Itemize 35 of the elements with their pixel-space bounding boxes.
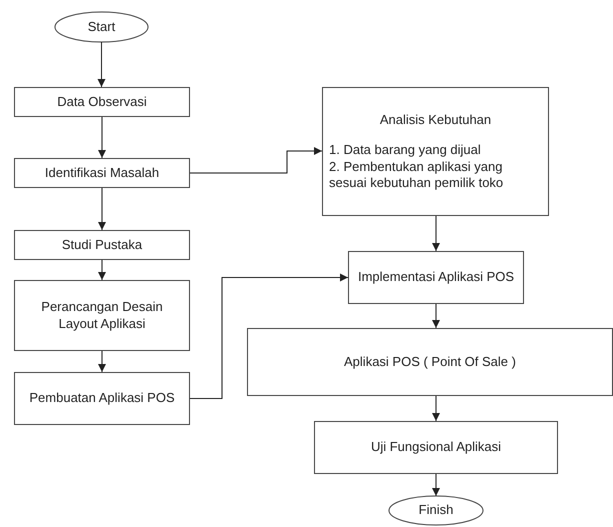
box-text: Identifikasi Masalah (44, 164, 160, 182)
process-box (14, 87, 190, 117)
box-text: Aplikasi POS ( Point Of Sale ) (344, 354, 516, 370)
terminal-ellipse (388, 496, 484, 526)
arrow (98, 116, 106, 158)
process-box (14, 372, 190, 425)
process-box (14, 158, 190, 188)
arrow (98, 260, 106, 280)
list-item: 1. Data barang yang dijual (329, 142, 482, 158)
process-box (14, 280, 190, 351)
box-text: Implementasi Aplikasi POS (358, 269, 514, 286)
process-box (348, 251, 524, 304)
box-text: Analisis Kebutuhan (380, 112, 492, 128)
arrow (98, 188, 106, 230)
arrow (98, 350, 106, 372)
box-text: Perancangan Desain Layout Aplikasi (40, 299, 164, 332)
arrow (98, 42, 106, 88)
terminal-label: Start (88, 18, 116, 36)
process-box (14, 230, 190, 260)
box-text: Uji Fungsional Aplikasi (370, 439, 502, 456)
process-box (314, 421, 558, 474)
process-box (322, 87, 549, 216)
process-box (247, 328, 613, 396)
arrow (190, 147, 322, 174)
list-item: 2. Pembentukan aplikasi yang sesuai kebutuhan pemilik toko (329, 158, 504, 191)
terminal-ellipse (54, 12, 148, 42)
arrow (190, 274, 348, 399)
arrow (432, 304, 440, 328)
terminal-label: Finish (418, 502, 454, 519)
box-text: Data Observasi (57, 94, 147, 110)
arrow (432, 474, 440, 496)
arrow (432, 396, 440, 422)
arrow (432, 216, 440, 252)
box-text: Studi Pustaka (62, 236, 142, 254)
box-text: Pembuatan Aplikasi POS (29, 390, 175, 407)
